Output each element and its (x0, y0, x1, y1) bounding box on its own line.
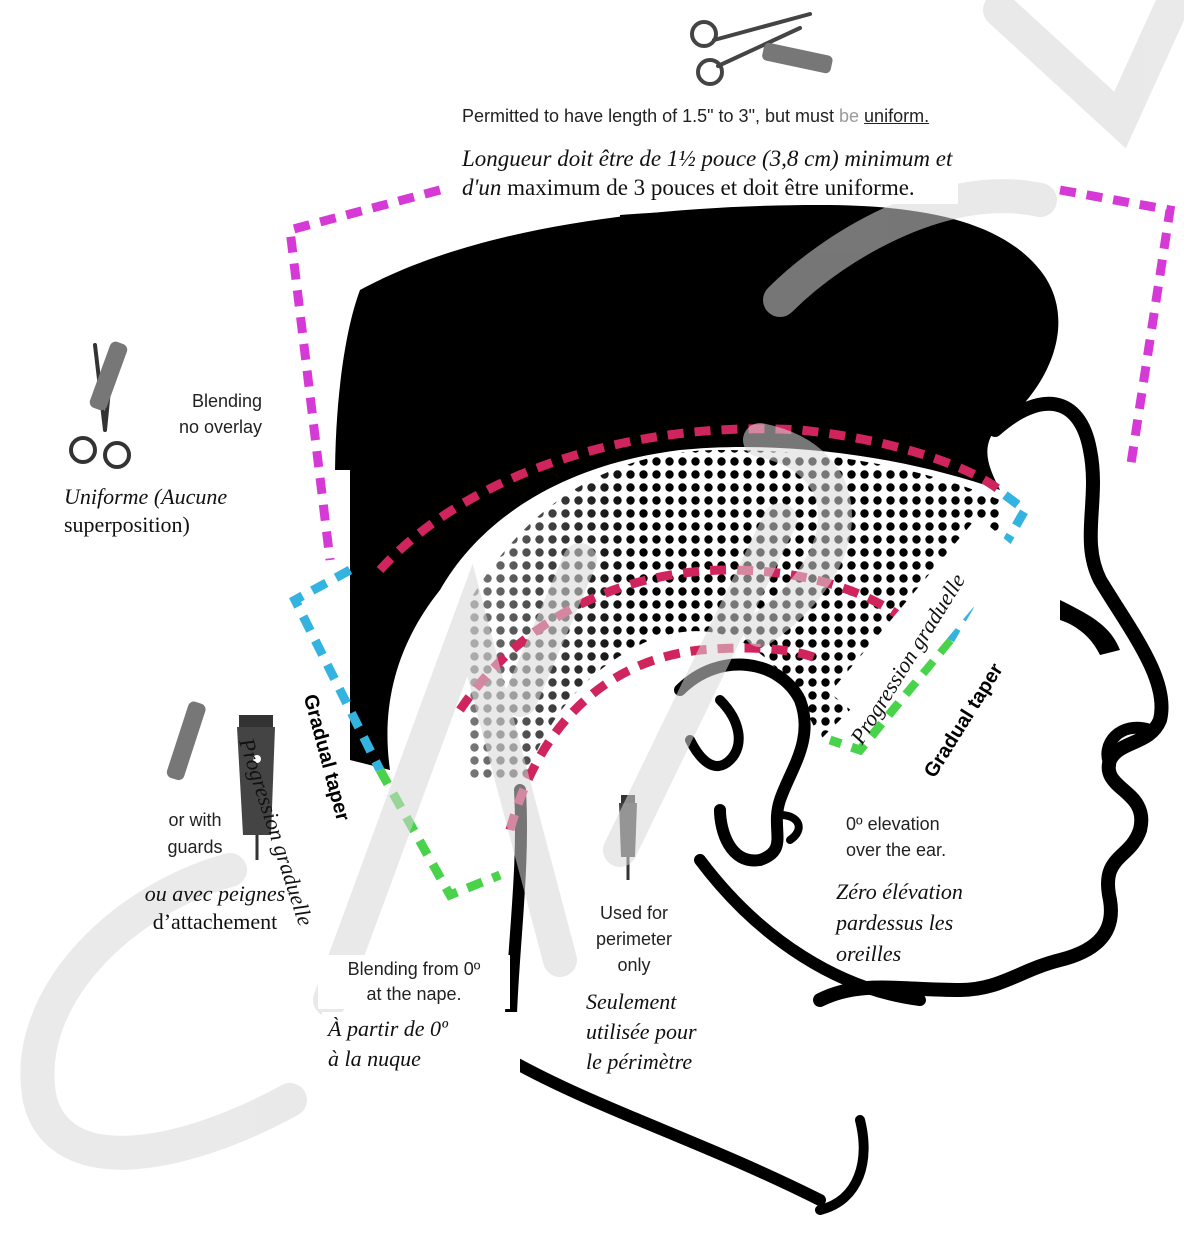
ear-en-caption: 0º elevation over the ear. (846, 811, 946, 863)
perimeter-en-line2: perimeter (574, 926, 694, 952)
comb-icon (761, 42, 833, 74)
blend-en-line1: Blending (150, 388, 262, 414)
nape-fr-line2: à la nuque (328, 1044, 514, 1074)
blend-en-line2: no overlay (150, 414, 262, 440)
top-en-uniform: uniform. (864, 106, 929, 126)
neck-front (820, 1120, 864, 1210)
ear-fr-line2: pardessus les (836, 907, 963, 938)
ear-fr-line1: Zéro élévation (836, 876, 963, 907)
ear-en-line2: over the ear. (846, 837, 946, 863)
comb-icon (165, 700, 207, 782)
nape-en-line1: Blending from 0º (324, 957, 504, 982)
perimeter-fr-line2: utilisée pour (586, 1017, 697, 1047)
top-fr-caption: Longueur doit être de 1½ pouce (3,8 cm) … (456, 142, 958, 204)
perimeter-fr-line3: le périmètre (586, 1047, 697, 1077)
nape-fr-line1: À partir de 0º (328, 1014, 514, 1044)
top-fr-line2: d'un maximum de 3 pouces et doit être un… (462, 173, 952, 202)
nape-en-caption: Blending from 0º at the nape. (318, 955, 510, 1009)
guards-en-line2: guards (145, 834, 245, 861)
perimeter-fr-line1: Seulement (586, 987, 697, 1017)
top-en-caption: Permitted to have length of 1.5" to 3", … (462, 106, 929, 127)
perimeter-en-line1: Used for (574, 900, 694, 926)
top-fr-line2-it: d'un (462, 175, 501, 200)
perimeter-fr-caption: Seulement utilisée pour le périmètre (586, 987, 697, 1077)
blend-en-caption: Blending no overlay (150, 388, 262, 440)
blend-fr-caption: Uniforme (Aucune superposition) (64, 483, 227, 539)
perimeter-en-line3: only (574, 952, 694, 978)
guards-en-caption: or with guards (145, 807, 245, 861)
nape-fr-caption: À partir de 0º à la nuque (322, 1012, 520, 1076)
blend-fr-line1: Uniforme (Aucune (64, 483, 227, 511)
nape-en-line2: at the nape. (324, 982, 504, 1007)
ear-fr-caption: Zéro élévation pardessus les oreilles (836, 876, 963, 969)
top-en-be: be (839, 106, 859, 126)
top-fr-line1: Longueur doit être de 1½ pouce (3,8 cm) … (462, 144, 952, 173)
blend-fr-line2: superposition) (64, 511, 227, 539)
guards-en-line1: or with (145, 807, 245, 834)
top-en-prefix: Permitted to have length of 1.5" to 3", … (462, 106, 839, 126)
ear-fr-line3: oreilles (836, 938, 963, 969)
perimeter-en-caption: Used for perimeter only (574, 900, 694, 978)
top-fr-line2-rest: maximum de 3 pouces et doit être uniform… (501, 175, 914, 200)
ear-en-line1: 0º elevation (846, 811, 946, 837)
